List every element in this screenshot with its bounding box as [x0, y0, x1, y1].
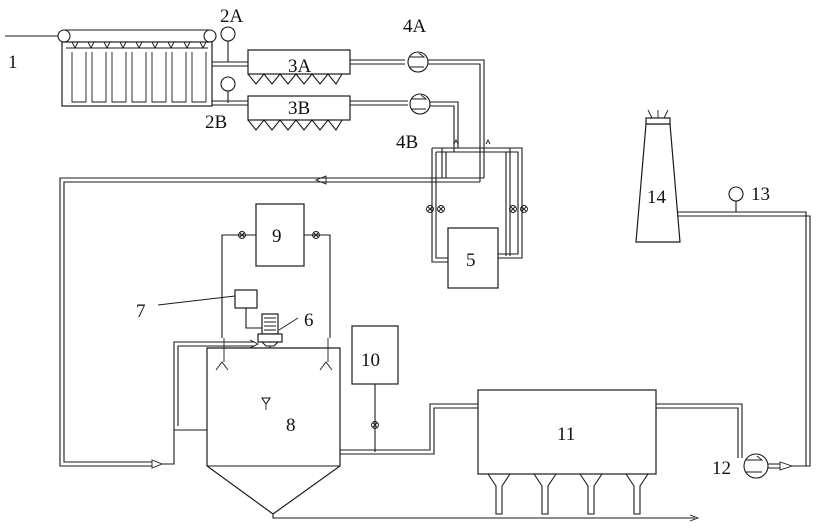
controller-7: [235, 290, 257, 308]
chimney-14: [636, 110, 680, 242]
bag-filter-11: [478, 390, 656, 514]
fan-4a: [408, 52, 428, 72]
label-2a: 2A: [220, 6, 244, 27]
valves-loop: [427, 206, 528, 213]
gauge-13: [729, 187, 743, 212]
label-2b: 2B: [205, 112, 227, 133]
label-9: 9: [272, 226, 282, 247]
fan-4b: [410, 94, 430, 114]
reaction-tank: [174, 338, 340, 514]
label-7: 7: [136, 301, 146, 322]
label-3b: 3B: [288, 98, 310, 119]
label-5: 5: [466, 250, 476, 271]
gauge-2a: [221, 27, 235, 62]
label-8: 8: [286, 415, 296, 436]
label-14: 14: [647, 187, 667, 208]
bottom-outlet-line: [273, 514, 695, 518]
fan-12: [744, 454, 768, 478]
label-11: 11: [557, 424, 575, 445]
label-12: 12: [712, 458, 731, 479]
unit-1-conveyor-dryer: [5, 30, 216, 106]
label-3a: 3A: [288, 56, 312, 77]
label-1: 1: [8, 52, 18, 73]
label-4b: 4B: [396, 132, 418, 153]
gauge-2b: [221, 77, 235, 103]
label-13: 13: [751, 184, 770, 205]
label-10: 10: [361, 350, 380, 371]
label-4a: 4A: [403, 16, 427, 37]
label-6: 6: [304, 310, 314, 331]
